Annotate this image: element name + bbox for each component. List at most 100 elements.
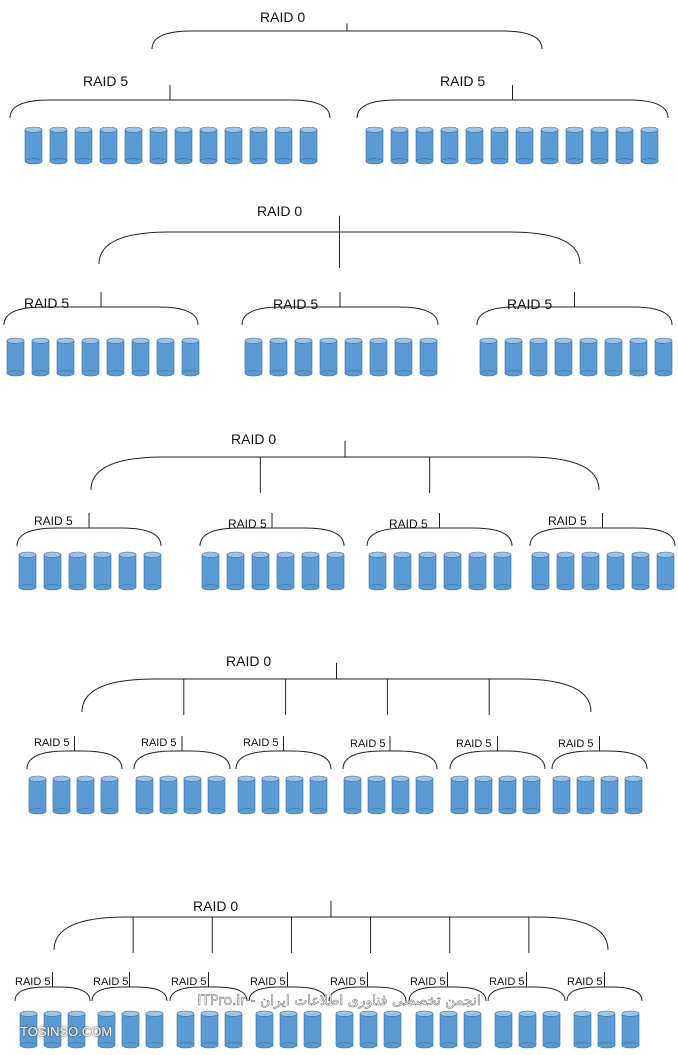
disk-top <box>440 126 459 133</box>
disk-icon <box>237 775 256 815</box>
disk-top <box>93 551 112 558</box>
disk-icon <box>319 337 338 377</box>
disk-icon <box>335 1010 354 1049</box>
disk-bottom <box>52 808 71 815</box>
disk-icon <box>124 126 143 165</box>
raid5-group: RAID 5 <box>328 972 407 1049</box>
disk-top <box>19 1010 38 1017</box>
disk-top <box>383 1010 402 1017</box>
disk-icon <box>522 775 541 815</box>
disk-top <box>183 775 202 782</box>
disk-top <box>624 775 643 782</box>
disk-bottom <box>540 158 559 165</box>
disk-icon <box>285 775 304 815</box>
raid5-label: RAID 5 <box>456 738 491 750</box>
disk-body <box>101 778 118 812</box>
disk-top <box>552 775 571 782</box>
disk-bottom <box>419 370 438 377</box>
disk-body <box>607 554 624 588</box>
disk-top <box>494 1010 513 1017</box>
disk-body <box>541 129 558 162</box>
disk-bottom <box>542 1042 561 1049</box>
disk-bottom <box>43 584 62 591</box>
disk-top <box>344 337 363 344</box>
disk-bottom <box>415 1042 434 1049</box>
disk-body <box>605 340 622 374</box>
disk-body <box>302 554 319 588</box>
disk-body <box>256 1013 273 1046</box>
disk-top <box>181 337 200 344</box>
disk-icon <box>494 1010 513 1049</box>
disk-top <box>279 1010 298 1017</box>
raid5-group: RAID 5 <box>9 73 331 165</box>
disk-top <box>654 337 673 344</box>
disk-top <box>294 337 313 344</box>
disk-top <box>463 1010 482 1017</box>
disk-icon <box>498 775 517 815</box>
raid5-group: RAID 5 <box>16 513 162 591</box>
disk-top <box>565 126 584 133</box>
disk-body <box>132 340 149 374</box>
disk-body <box>420 340 437 374</box>
disk-body <box>505 340 522 374</box>
disk-body <box>19 554 36 588</box>
disk-icon <box>145 1010 164 1049</box>
disk-body <box>150 129 167 162</box>
disk-top <box>629 337 648 344</box>
raid0-label: RAID 0 <box>260 9 305 25</box>
disk-body <box>75 129 92 162</box>
raid5-group: RAID 5 <box>342 736 438 815</box>
disk-body <box>591 129 608 162</box>
disk-body <box>336 1013 353 1046</box>
disk-bottom <box>106 370 125 377</box>
disk-top <box>554 337 573 344</box>
disk-top <box>81 337 100 344</box>
disk-top <box>656 551 675 558</box>
raid5-group: RAID 5 <box>14 972 91 1049</box>
disk-icon <box>52 775 71 815</box>
raid5-bracket <box>26 750 123 770</box>
disk-top <box>604 337 623 344</box>
disk-icon <box>365 126 384 165</box>
disk-icon <box>269 337 288 377</box>
disk-icon <box>479 337 498 377</box>
disk-top <box>285 775 304 782</box>
raid0-label: RAID 0 <box>231 431 276 447</box>
disk-body <box>464 1013 481 1046</box>
disk-top <box>176 1010 195 1017</box>
disk-top <box>393 551 412 558</box>
disk-icon <box>344 337 363 377</box>
raid5-label: RAID 5 <box>548 514 587 528</box>
disk-top <box>579 337 598 344</box>
disk-icon <box>299 126 318 165</box>
watermark-text: انجمن تخصصی فناوری اطلاعات ایران - ITPro… <box>197 993 481 1009</box>
disk-bottom <box>100 808 119 815</box>
disk-top <box>143 551 162 558</box>
disk-top <box>28 775 47 782</box>
disk-bottom <box>74 158 93 165</box>
disk-bottom <box>654 370 673 377</box>
disk-body <box>555 340 572 374</box>
disk-top <box>135 775 154 782</box>
disk-body <box>475 778 492 812</box>
raid5-label: RAID 5 <box>24 295 69 311</box>
disk-bottom <box>299 158 318 165</box>
disk-top <box>159 775 178 782</box>
disk-icon <box>504 337 523 377</box>
disk-body <box>94 554 111 588</box>
disk-icon <box>343 775 362 815</box>
disk-body <box>202 554 219 588</box>
disk-top <box>52 775 71 782</box>
raid5-group: RAID 5 <box>169 972 248 1049</box>
disk-top <box>529 337 548 344</box>
disk-top <box>606 551 625 558</box>
disk-bottom <box>269 370 288 377</box>
raid5-group: RAID 5 <box>248 972 327 1049</box>
raid5-bracket <box>356 99 669 119</box>
disk-body <box>384 1013 401 1046</box>
disk-bottom <box>156 370 175 377</box>
disk-bottom <box>244 370 263 377</box>
disk-icon <box>654 337 673 377</box>
